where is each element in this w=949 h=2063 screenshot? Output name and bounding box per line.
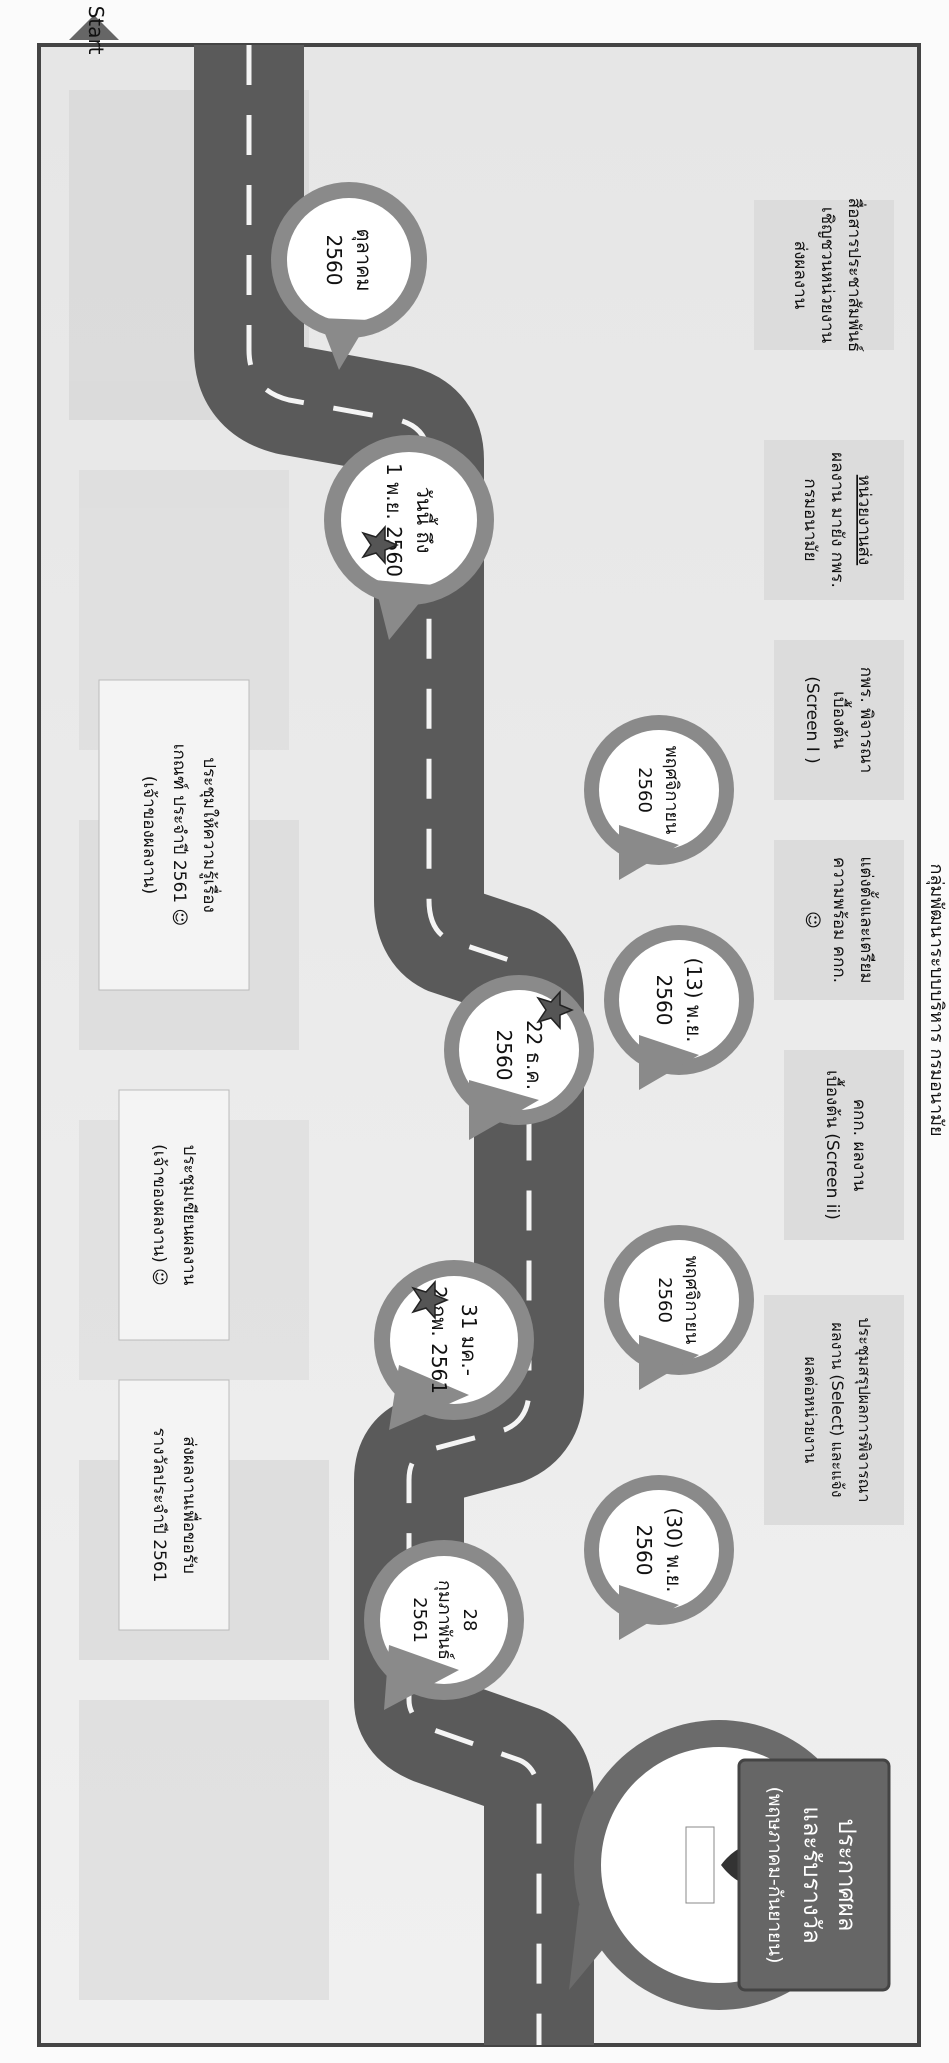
milestone-pin-7: 31 มค.-2 กพ. 2561 (374, 1260, 534, 1430)
milestone-pin-6: พฤศจิกายน2560 (604, 1225, 754, 1390)
award-banner: ประกาศผลและรับรางวัล(พฤษภาคม-กันยายน) (737, 1758, 891, 1992)
svg-text:หน่วยงานส่งผลงาน มายัง กพร.กรม: หน่วยงานส่งผลงาน มายัง กพร.กรมอนามัย (800, 452, 874, 588)
activity-box-5: คกก. ผลงานเบื้องต้น (Screen ii) (784, 1050, 904, 1240)
start-marker: Start (69, 6, 119, 55)
activity-box-4: แต่งตั้งและเตรียมความพร้อม คกก.☺ (774, 840, 904, 1000)
svg-text:ประชุมให้ความรู้เรื่องเกณฑ์ ปร: ประชุมให้ความรู้เรื่องเกณฑ์ ประจำปี 2561… (139, 744, 222, 927)
svg-text:แต่งตั้งและเตรียมความพร้อม คกก: แต่งตั้งและเตรียมความพร้อม คกก.☺ (802, 856, 879, 983)
start-label: Start (84, 6, 108, 55)
milestone-pin-9: 28กุมภาพันธ์2561 (364, 1540, 524, 1710)
svg-text:ตุลาคม2560: ตุลาคม2560 (322, 228, 376, 291)
svg-text:(30) พ.ย.2560: (30) พ.ย.2560 (632, 1507, 686, 1592)
svg-text:วันนี้ ถึง1 พ.ย. 2560: วันนี้ ถึง1 พ.ย. 2560 (382, 463, 438, 577)
milestone-pin-3: พฤศจิกายน2560 (584, 715, 734, 880)
svg-text:ประชุมสรุปผลการพิจารณาผลงาน (S: ประชุมสรุปผลการพิจารณาผลงาน (Select) และ… (801, 1317, 874, 1502)
milestone-pins: ตุลาคม2560 วันนี้ ถึง1 พ.ย. 2560 พฤศจิกา… (271, 182, 754, 1710)
bottom-note-1: ประชุมให้ความรู้เรื่องเกณฑ์ ประจำปี 2561… (98, 679, 250, 991)
activity-box-1: สื่อสารประชาสัมพันธ์เชิญชวนหน่วยงานส่งผล… (754, 198, 894, 353)
svg-text:(13) พ.ย.2560: (13) พ.ย.2560 (652, 957, 706, 1042)
bottom-notes: ประชุมให้ความรู้เรื่องเกณฑ์ ประจำปี 2561… (98, 679, 250, 1631)
svg-text:22 ธ.ค.2560: 22 ธ.ค.2560 (492, 1020, 546, 1090)
svg-text:ประชุมเขียนผลงาน(เจ้าของผลงาน): ประชุมเขียนผลงาน(เจ้าของผลงาน) ☺ (149, 1144, 199, 1286)
page-header: กลุ่มพัฒนาระบบบริหาร กรมอนามัย (926, 863, 947, 1136)
milestone-pin-8: (30) พ.ย.2560 (584, 1475, 734, 1640)
svg-text:31 มค.-2 กพ. 2561: 31 มค.-2 กพ. 2561 (427, 1286, 481, 1394)
milestone-pin-1: ตุลาคม2560 (271, 182, 427, 370)
svg-text:ประกาศผลและรับรางวัล(พฤษภาคม-ก: ประกาศผลและรับรางวัล(พฤษภาคม-กันยายน) (764, 1786, 861, 1963)
milestone-pin-4: (13) พ.ย.2560 (604, 925, 754, 1090)
svg-text:พฤศจิกายน2560: พฤศจิกายน2560 (654, 1256, 702, 1345)
bottom-note-3: ส่งผลงานเพื่อขอรับรางวัลประจำปี 2561 (118, 1379, 230, 1631)
svg-text:ส่งผลงานเพื่อขอรับรางวัลประจำป: ส่งผลงานเพื่อขอรับรางวัลประจำปี 2561 (149, 1428, 202, 1583)
svg-text:พฤศจิกายน2560: พฤศจิกายน2560 (634, 746, 682, 835)
svg-text:กพร. พิจารณาเบื้องต้น(Screen I: กพร. พิจารณาเบื้องต้น(Screen I ) (802, 667, 876, 774)
milestone-pin-5: 22 ธ.ค.2560 (444, 975, 594, 1140)
svg-text:28กุมภาพันธ์2561: 28กุมภาพันธ์2561 (409, 1580, 480, 1660)
svg-text:สื่อสารประชาสัมพันธ์เชิญชวนหน่: สื่อสารประชาสัมพันธ์เชิญชวนหน่วยงานส่งผล… (790, 198, 867, 353)
activity-box-3: กพร. พิจารณาเบื้องต้น(Screen I ) (774, 640, 904, 800)
svg-text:คกก. ผลงานเบื้องต้น (Screen ii: คกก. ผลงานเบื้องต้น (Screen ii) (822, 1070, 869, 1220)
bottom-note-2: ประชุมเขียนผลงาน(เจ้าของผลงาน) ☺ (118, 1089, 230, 1341)
activity-box-6: ประชุมสรุปผลการพิจารณาผลงาน (Select) และ… (764, 1295, 904, 1525)
activity-box-2: หน่วยงานส่งผลงาน มายัง กพร.กรมอนามัย (764, 440, 904, 600)
activity-boxes: สื่อสารประชาสัมพันธ์เชิญชวนหน่วยงานส่งผล… (754, 198, 904, 1525)
milestone-pin-2: วันนี้ ถึง1 พ.ย. 2560 (324, 435, 494, 640)
